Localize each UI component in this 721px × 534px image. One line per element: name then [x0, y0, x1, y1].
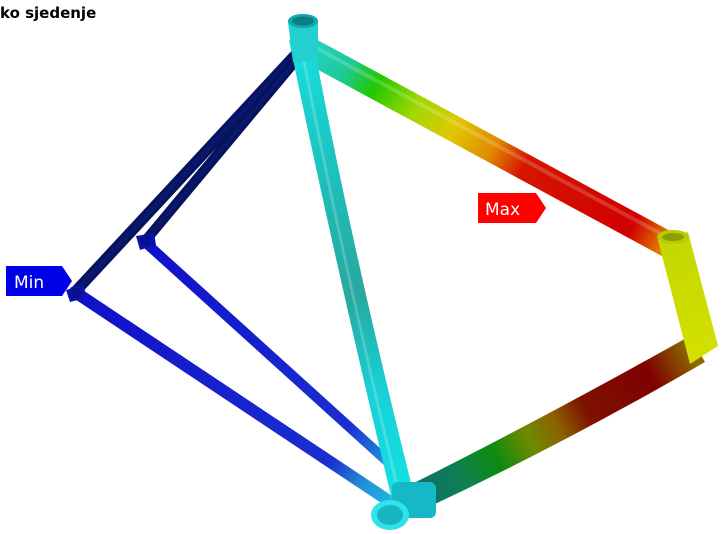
page-title: ko sjedenje	[0, 4, 97, 22]
seat-collar	[288, 14, 318, 62]
top-tube	[292, 35, 691, 263]
seat-tube	[289, 35, 414, 500]
chain-stays	[69, 238, 401, 511]
down-tube	[408, 336, 705, 512]
max-marker: Max	[478, 193, 546, 223]
min-label: Min	[14, 273, 44, 293]
max-label: Max	[485, 200, 520, 220]
rear-dropouts	[66, 233, 156, 302]
min-marker: Min	[6, 266, 72, 296]
seat-stays	[69, 46, 304, 298]
head-tube	[657, 230, 718, 364]
bottom-bracket	[371, 482, 436, 530]
